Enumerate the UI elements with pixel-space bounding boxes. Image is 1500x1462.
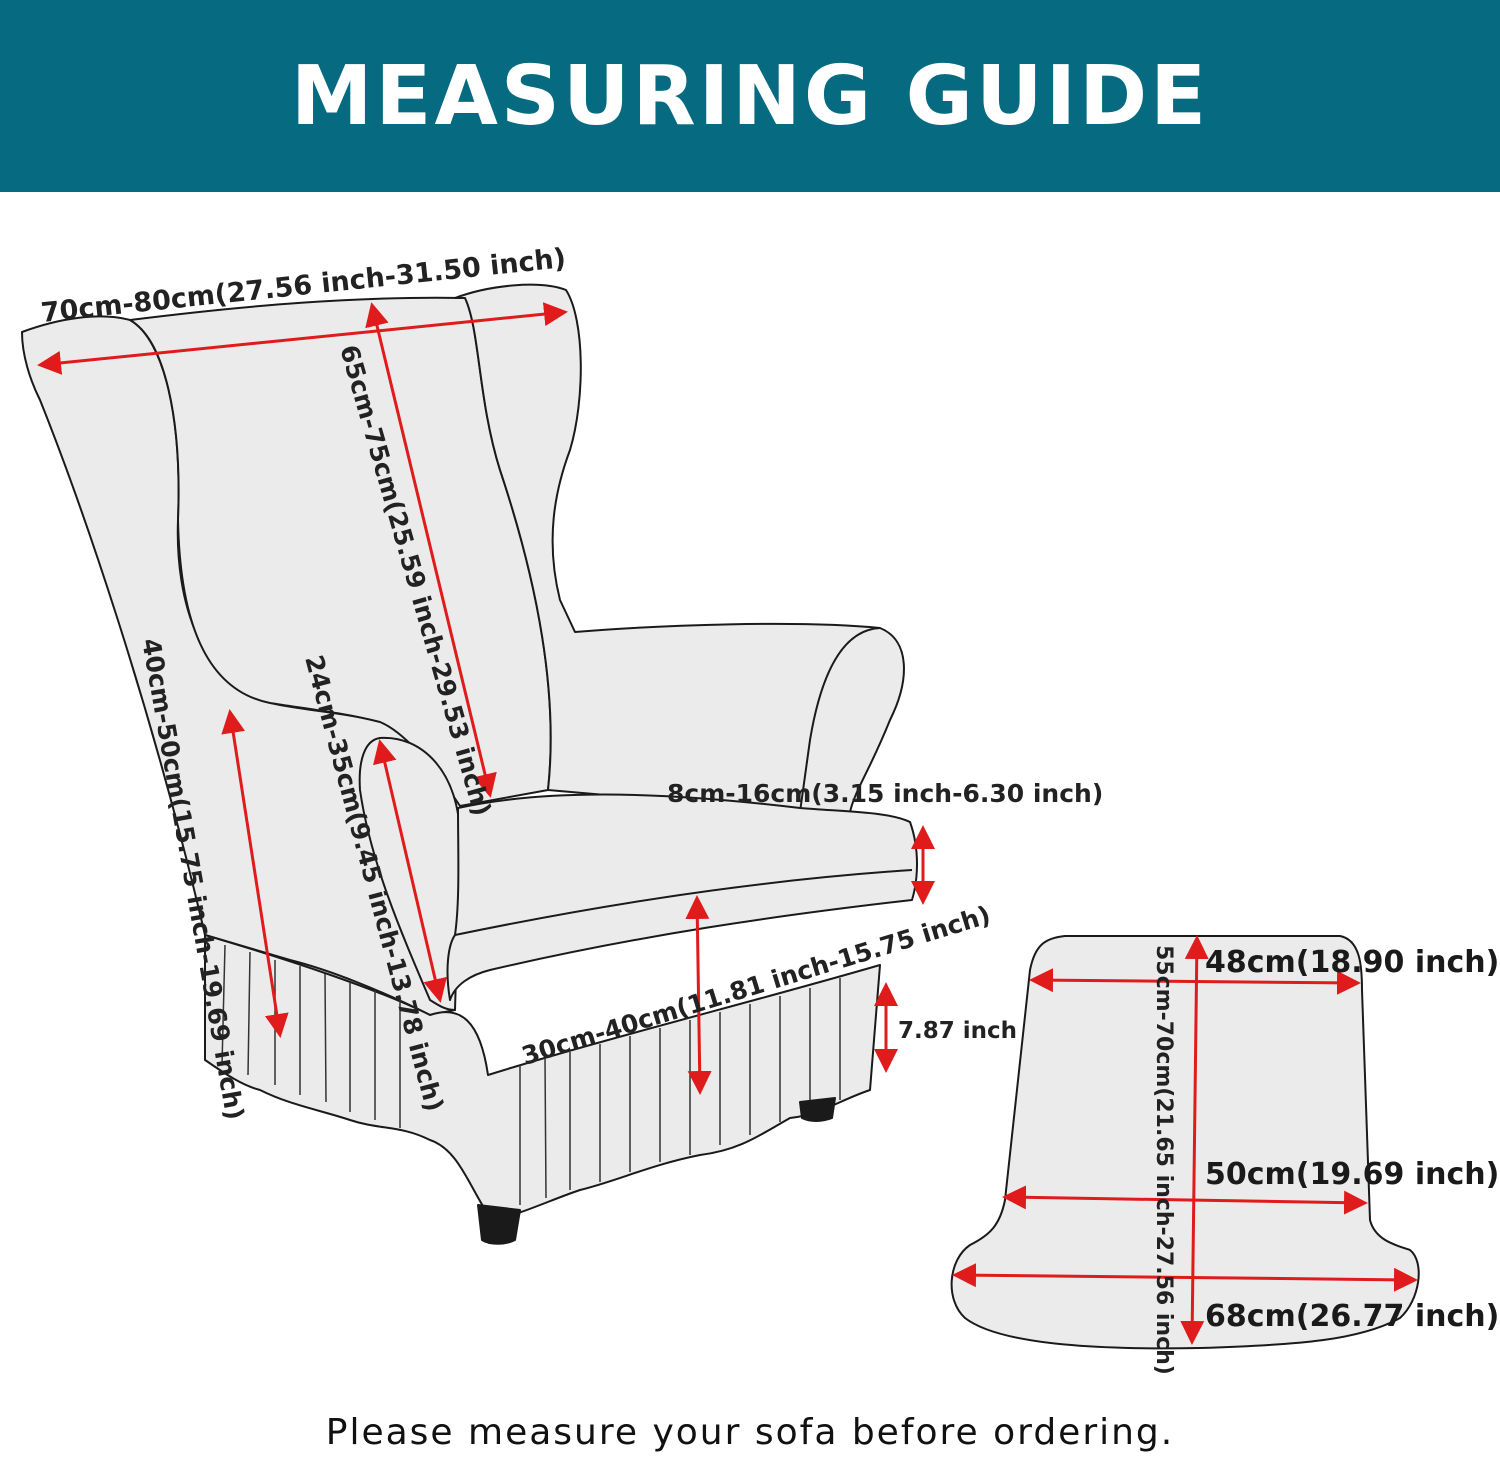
header-banner: MEASURING GUIDE xyxy=(0,0,1500,192)
chair-front-leg xyxy=(477,1204,521,1245)
arrow-arm-height xyxy=(373,739,447,1003)
footer-note: Please measure your sofa before ordering… xyxy=(325,1412,1175,1453)
arrow-seat-height xyxy=(685,895,712,1095)
ottoman-middle-width-label: 50cm(19.69 inch) xyxy=(1205,1157,1499,1192)
chair-back-leg xyxy=(799,1097,836,1122)
arrow-back-height xyxy=(365,302,497,798)
chair-right-arm xyxy=(799,627,881,813)
skirt-length-label: 7.87 inch xyxy=(898,1018,1017,1044)
skirt-pleats xyxy=(221,944,841,1205)
arrow-side-height xyxy=(221,709,289,1038)
chair-right-wing xyxy=(454,283,905,813)
cushion-thickness-label: 8cm-16cm(3.15 inch-6.30 inch) xyxy=(667,779,1103,808)
ottoman-top-width-label: 48cm(18.90 inch) xyxy=(1205,945,1499,980)
page-title: MEASURING GUIDE xyxy=(290,48,1210,144)
measurement-arrows xyxy=(37,302,1418,1345)
ottoman-bottom-width-label: 68cm(26.77 inch) xyxy=(1205,1299,1499,1334)
ottoman-depth-label: 55cm-70cm(21.65 inch-27.56 inch) xyxy=(1151,945,1176,1375)
ottoman-illustration xyxy=(950,935,1420,1350)
arrow-ottoman-depth xyxy=(1180,935,1209,1345)
ottoman-shape xyxy=(950,935,1420,1350)
chair-seat-cushion xyxy=(446,793,918,1001)
